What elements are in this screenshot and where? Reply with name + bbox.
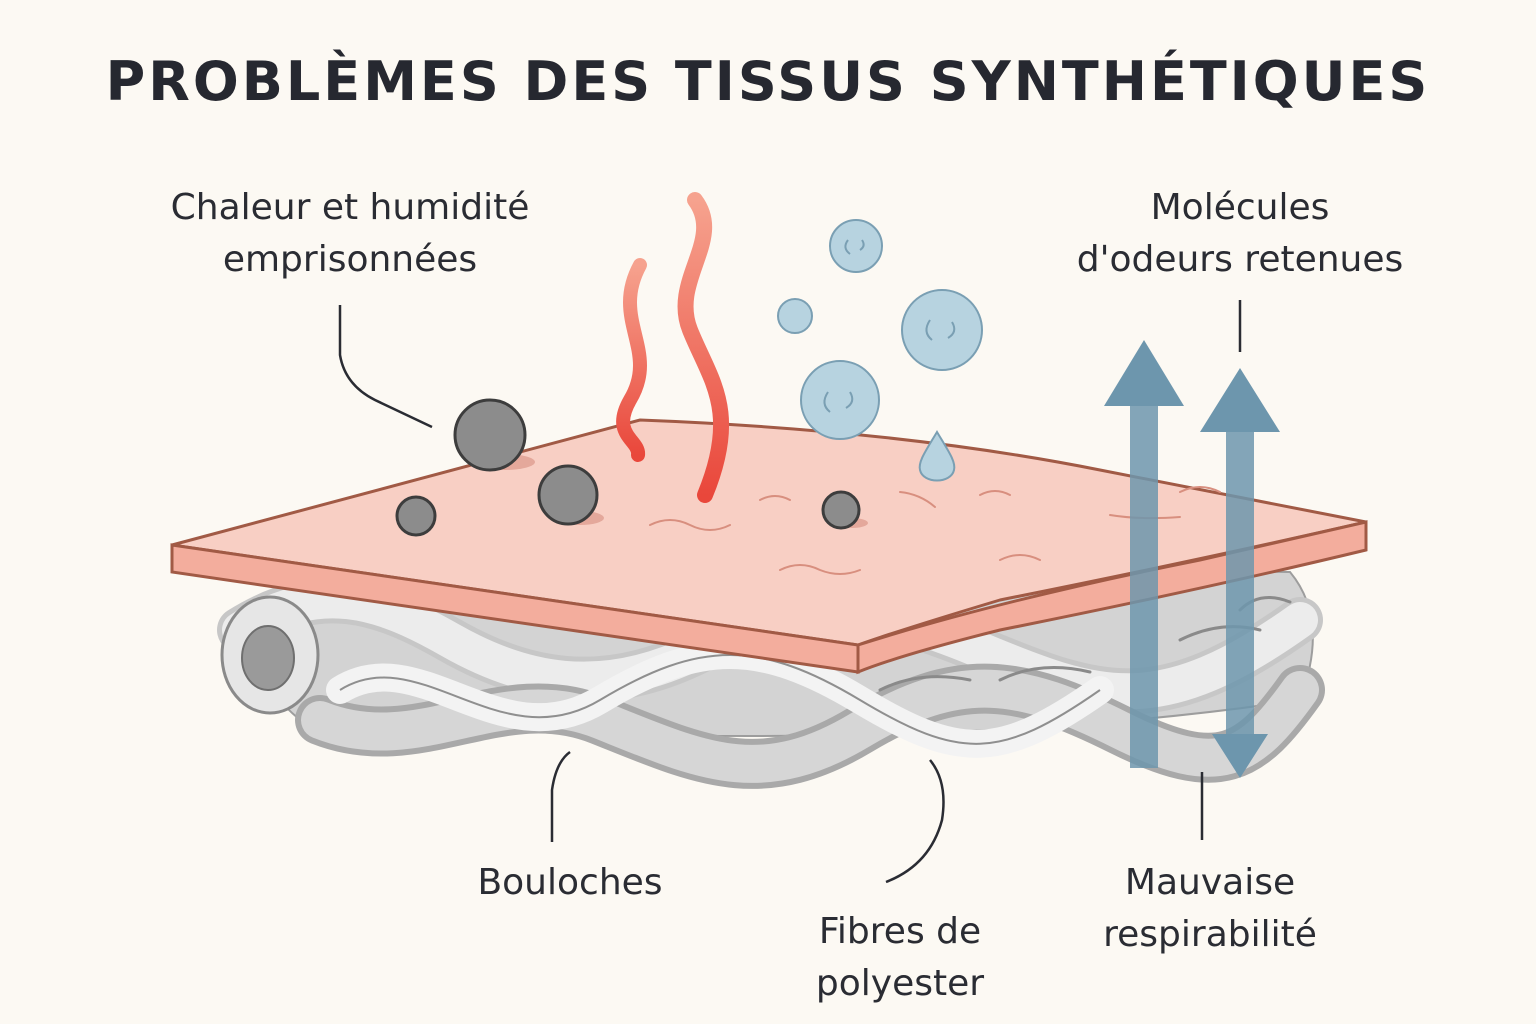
arrow-up-shaft: [1130, 400, 1158, 768]
fiber-texture-line: [878, 596, 1292, 692]
label-breath-line2: respirabilité: [1103, 914, 1317, 955]
leader-line-fibers: [885, 759, 945, 884]
moisture-bubble-icon: [829, 219, 883, 273]
label-fibers-line2: polyester: [815, 963, 985, 1004]
leader-line-heat: [338, 305, 433, 429]
water-drop-icon: [918, 430, 956, 482]
heat-waves: [616, 192, 730, 503]
moisture-bubble-icon: [901, 289, 983, 371]
leader-line-pilling: [550, 750, 571, 842]
label-heat-line1: Chaleur et humidité: [170, 187, 530, 228]
moisture-bubble-icon: [777, 298, 813, 334]
label-breath-line1: Mauvaise: [1124, 862, 1296, 903]
heat-wave-icon: [616, 258, 647, 462]
label-breathability: Mauvaise respirabilité: [1060, 857, 1360, 961]
moisture-bubble-icon: [800, 360, 880, 440]
label-odor-line1: Molécules: [1150, 187, 1330, 228]
pill: [453, 398, 527, 472]
page-title: PROBLÈMES DES TISSUS SYNTHÉTIQUES: [105, 50, 1431, 113]
pill: [395, 495, 437, 537]
pill: [537, 464, 599, 526]
arrow-down-icon: [1212, 734, 1268, 778]
label-pilling: Bouloches: [450, 857, 690, 909]
label-odor-molecules: Molécules d'odeurs retenues: [1040, 182, 1440, 286]
pills: [395, 398, 868, 537]
pill: [821, 490, 861, 530]
label-heat-humidity: Chaleur et humidité emprisonnées: [140, 182, 560, 286]
label-fibers-line1: Fibres de: [818, 911, 982, 952]
arrow-up-icon: [1200, 368, 1280, 432]
label-pilling-line1: Bouloches: [477, 862, 663, 903]
arrow-up-icon: [1104, 340, 1184, 406]
label-heat-line2: emprisonnées: [222, 239, 478, 280]
label-odor-line2: d'odeurs retenues: [1076, 239, 1404, 280]
fiber-twist-a-outline: [339, 654, 1101, 745]
moisture-bubbles: [777, 219, 983, 482]
heat-wave-icon: [677, 192, 730, 503]
breathability-arrows: [1104, 340, 1280, 778]
label-polyester-fibers: Fibres de polyester: [780, 906, 1020, 1010]
arrow-updown-shaft: [1226, 428, 1254, 734]
leader-lines: [338, 300, 1242, 884]
fiber-roll-core: [241, 625, 295, 691]
